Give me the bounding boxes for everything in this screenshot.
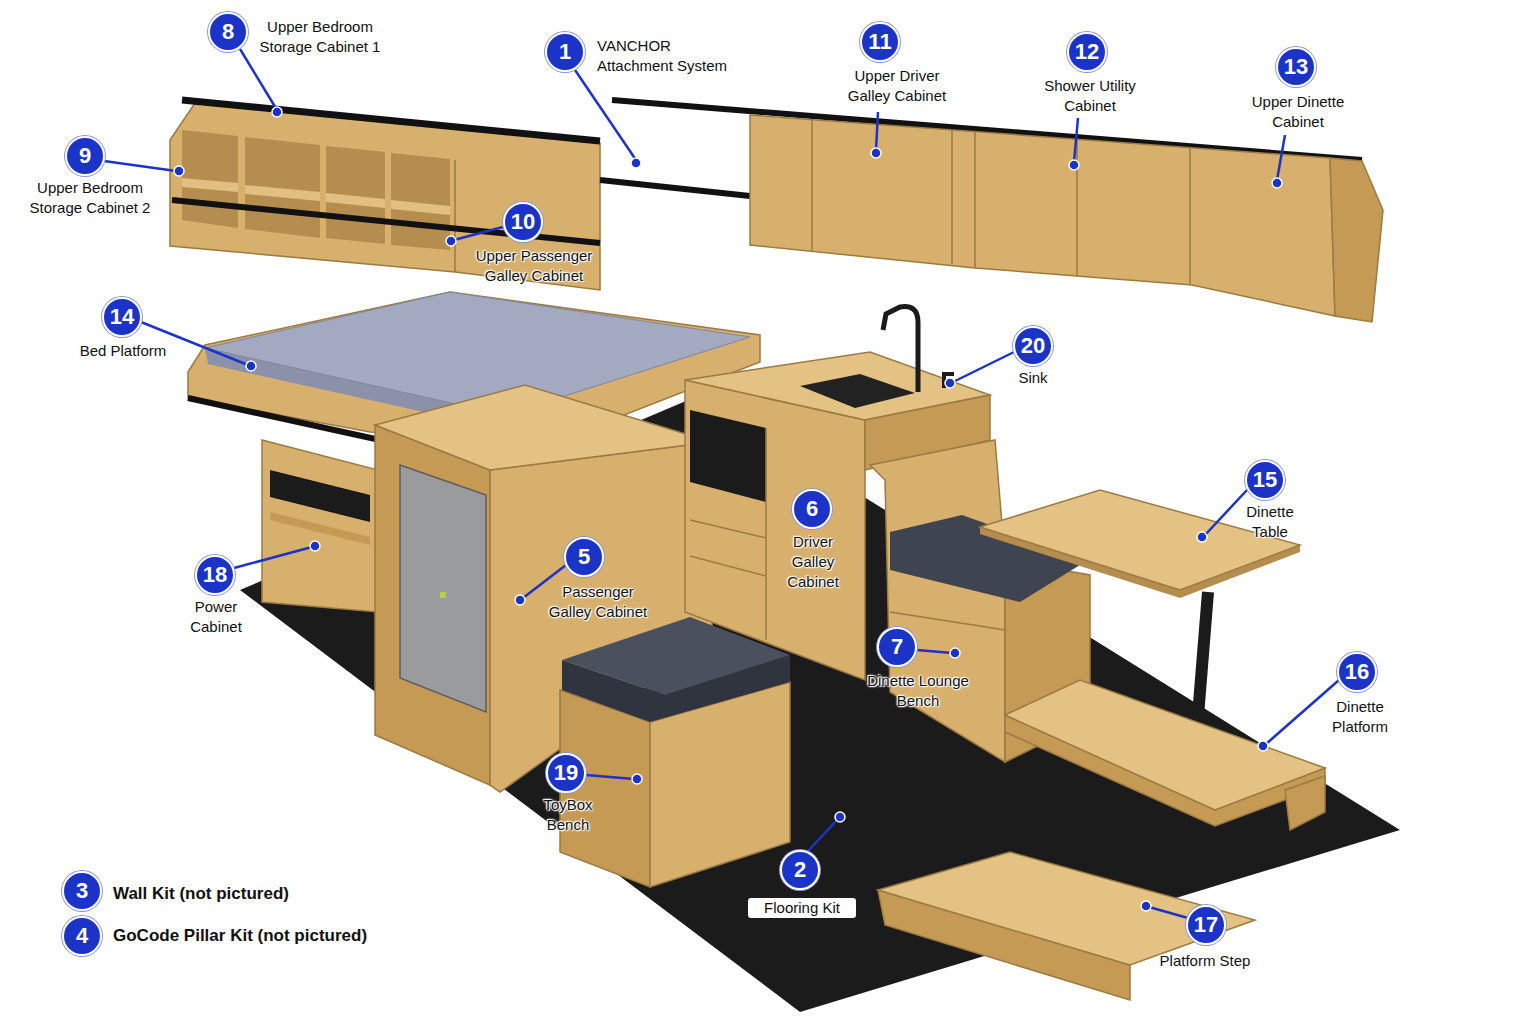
callout-number: 11 <box>860 22 900 62</box>
callout-number: 6 <box>792 489 832 529</box>
part-label: Dinette Table <box>1235 502 1305 542</box>
part-label: Bed Platform <box>63 341 183 361</box>
callout-number: 20 <box>1013 326 1053 366</box>
part-label: Driver Galley Cabinet <box>778 532 848 592</box>
part-label: Upper Dinette Cabinet <box>1243 92 1353 132</box>
dinette-platform <box>1005 680 1325 830</box>
callout-number: 13 <box>1276 47 1316 87</box>
toybox-bench <box>560 617 790 887</box>
part-label: Power Cabinet <box>186 597 246 637</box>
upper-cabinet-bank <box>600 100 1383 322</box>
part-label: VANCHOR Attachment System <box>597 36 732 76</box>
callout-number: 19 <box>546 753 586 793</box>
part-label: Shower Utility Cabinet <box>1043 76 1138 116</box>
part-label: Sink <box>1003 368 1063 388</box>
part-label: Dinette Lounge Bench <box>858 671 978 711</box>
part-label: GoCode Pillar Kit (not pictured) <box>113 926 367 946</box>
callout-number: 5 <box>564 537 604 577</box>
callout-number: 1 <box>545 32 585 72</box>
callout-number: 17 <box>1186 905 1226 945</box>
callout-number: 18 <box>195 555 235 595</box>
platform-step <box>878 852 1255 1000</box>
part-label: Wall Kit (not pictured) <box>113 884 289 904</box>
part-label: Dinette Platform <box>1320 697 1400 737</box>
part-label: Flooring Kit <box>748 898 856 918</box>
callout-number: 10 <box>503 202 543 242</box>
part-label: Upper Bedroom Storage Cabinet 1 <box>255 17 385 57</box>
part-label: Upper Driver Galley Cabinet <box>842 66 952 106</box>
part-label: Platform Step <box>1145 951 1265 971</box>
callout-number: 14 <box>102 297 142 337</box>
callout-number: 4 <box>62 916 102 956</box>
callout-number: 8 <box>208 12 248 52</box>
power-cabinet <box>262 440 378 612</box>
target-dots <box>174 107 1282 911</box>
callout-number: 16 <box>1337 652 1377 692</box>
dinette-table <box>980 490 1300 716</box>
callout-number: 7 <box>877 627 917 667</box>
callout-number: 15 <box>1245 460 1285 500</box>
callout-number: 12 <box>1067 32 1107 72</box>
callout-number: 2 <box>780 850 820 890</box>
part-label: ToyBox Bench <box>533 795 603 835</box>
part-label: Passenger Galley Cabinet <box>541 582 656 622</box>
leader-lines <box>104 49 1339 918</box>
part-label: Upper Bedroom Storage Cabinet 2 <box>23 178 158 218</box>
callout-number: 9 <box>65 136 105 176</box>
part-label: Upper Passenger Galley Cabinet <box>464 246 604 286</box>
callout-number: 3 <box>62 871 102 911</box>
